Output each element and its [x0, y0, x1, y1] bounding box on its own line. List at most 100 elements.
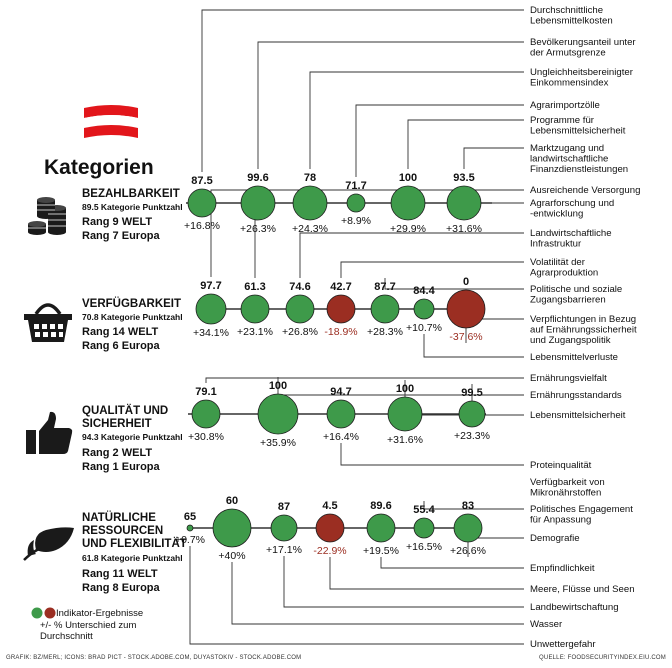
category-rank-world: Rang 2 WELT	[82, 447, 153, 459]
leader-line	[205, 377, 524, 383]
category-rank-europe: Rang 6 Europa	[82, 340, 160, 352]
leader-line	[210, 189, 524, 277]
shopping-basket-icon	[24, 303, 72, 342]
indicator-node	[186, 524, 194, 532]
indicator-difference: +23.3%	[454, 430, 490, 442]
indicator-difference: -22.9%	[313, 545, 346, 557]
indicator-node	[390, 185, 426, 221]
indicator-label: Meere, Flüsse und Seen	[530, 584, 635, 595]
indicator-difference: +30.8%	[188, 431, 224, 443]
indicator-difference: +24.3%	[292, 223, 328, 235]
indicator-node	[446, 289, 486, 329]
indicator-value: 87	[278, 501, 290, 513]
category-name: BEZAHLBARKEIT	[82, 188, 180, 200]
indicator-node	[240, 185, 276, 221]
indicator-node	[387, 396, 423, 432]
leaf-icon	[23, 527, 74, 561]
indicator-value: 78	[304, 172, 316, 184]
category-name: QUALITÄT UND SICHERHEIT	[82, 405, 169, 430]
category-rank-europe: Rang 7 Europa	[82, 230, 160, 242]
indicator-difference: +29.9%	[390, 223, 426, 235]
indicator-node	[257, 393, 299, 435]
category-score: 94.3 Kategorie Punktzahl	[82, 432, 183, 442]
leader-line	[340, 443, 524, 466]
category-rank-world: Rang 11 WELT	[82, 568, 158, 580]
coins-icon	[28, 197, 66, 235]
indicator-value: 84.4	[413, 285, 435, 297]
indicator-difference: +19.5%	[363, 545, 399, 557]
indicator-value: 55.4	[413, 504, 435, 516]
indicator-node	[446, 185, 482, 221]
austria-flag-icon	[84, 105, 138, 138]
category-score: 89.5 Kategorie Punktzahl	[82, 202, 183, 212]
indicator-label: Ernährungsvielfalt	[530, 373, 607, 384]
indicator-label: Agrarimportzölle	[530, 100, 600, 111]
indicator-node	[453, 513, 483, 543]
indicator-value: 100	[399, 172, 417, 184]
indicator-difference: +16.4%	[323, 431, 359, 443]
footer-source: QUELLE: FOODSECURITYINDEX.EIU.COM	[539, 655, 666, 661]
indicator-difference: +16.8%	[184, 220, 220, 232]
category-rank-world: Rang 9 WELT	[82, 216, 153, 228]
indicator-value: 65	[184, 511, 196, 523]
leader-line	[257, 41, 524, 169]
legend-indicator-label: Indikator-Ergebnisse	[56, 608, 144, 619]
indicator-label: Empfindlichkeit	[530, 563, 595, 574]
indicator-value: 87.5	[191, 175, 212, 187]
indicator-value: 79.1	[195, 386, 216, 398]
indicator-node	[326, 399, 356, 429]
indicator-label: Lebensmittelverluste	[530, 352, 618, 363]
indicator-difference: -18.9%	[324, 326, 357, 338]
indicator-value: 89.6	[370, 500, 391, 512]
leader-line	[201, 9, 524, 172]
category-rank-europe: Rang 8 Europa	[82, 582, 160, 594]
indicator-value: 61.3	[244, 281, 265, 293]
leader-line	[231, 562, 524, 625]
indicator-value: 4.5	[322, 500, 337, 512]
legend-green-dot	[31, 607, 43, 619]
indicator-node	[270, 514, 298, 542]
indicator-value: 97.7	[200, 280, 221, 292]
indicator-node	[413, 517, 435, 539]
leader-line	[189, 546, 524, 645]
legend-difference-label: +/- % Unterschied zum Durchschnitt	[40, 620, 137, 642]
indicator-node	[292, 185, 328, 221]
indicator-difference: +0.7%	[175, 534, 205, 546]
indicator-label: Agrarforschung und-entwicklung	[530, 198, 614, 220]
indicator-difference: +40%	[218, 550, 245, 562]
indicator-difference: +10.7%	[406, 322, 442, 334]
indicator-difference: +17.1%	[266, 544, 302, 556]
indicator-label: Lebensmittelsicherheit	[530, 410, 626, 421]
footer-credit: GRAFIK: BZ/MERL; ICONS: BRAD PICT - STOC…	[6, 655, 302, 661]
indicator-difference: -37.6%	[449, 331, 482, 343]
indicator-node	[346, 193, 366, 213]
indicator-value: 99.6	[247, 172, 268, 184]
indicator-label: Proteinqualität	[530, 460, 592, 471]
leader-line	[329, 557, 524, 590]
indicator-value: 0	[463, 276, 469, 288]
indicator-difference: +31.6%	[446, 223, 482, 235]
indicator-difference: +26.3%	[240, 223, 276, 235]
indicator-value: 100	[396, 383, 414, 395]
leader-line	[463, 147, 524, 169]
indicator-node	[315, 513, 345, 543]
indicator-node	[187, 188, 217, 218]
indicator-label: Demografie	[530, 533, 580, 544]
category-rank-europe: Rang 1 Europa	[82, 461, 160, 473]
indicator-label: Wasser	[530, 619, 563, 630]
indicator-label: Ausreichende Versorgung	[530, 185, 640, 196]
thumbs-up-icon	[26, 411, 73, 454]
indicator-node	[285, 294, 315, 324]
indicator-difference: +31.6%	[387, 434, 423, 446]
leader-line	[423, 334, 524, 358]
indicator-difference: +16.5%	[406, 541, 442, 553]
indicator-value: 83	[462, 500, 474, 512]
indicator-node	[458, 400, 486, 428]
indicator-label: Ernährungsstandards	[530, 390, 622, 401]
